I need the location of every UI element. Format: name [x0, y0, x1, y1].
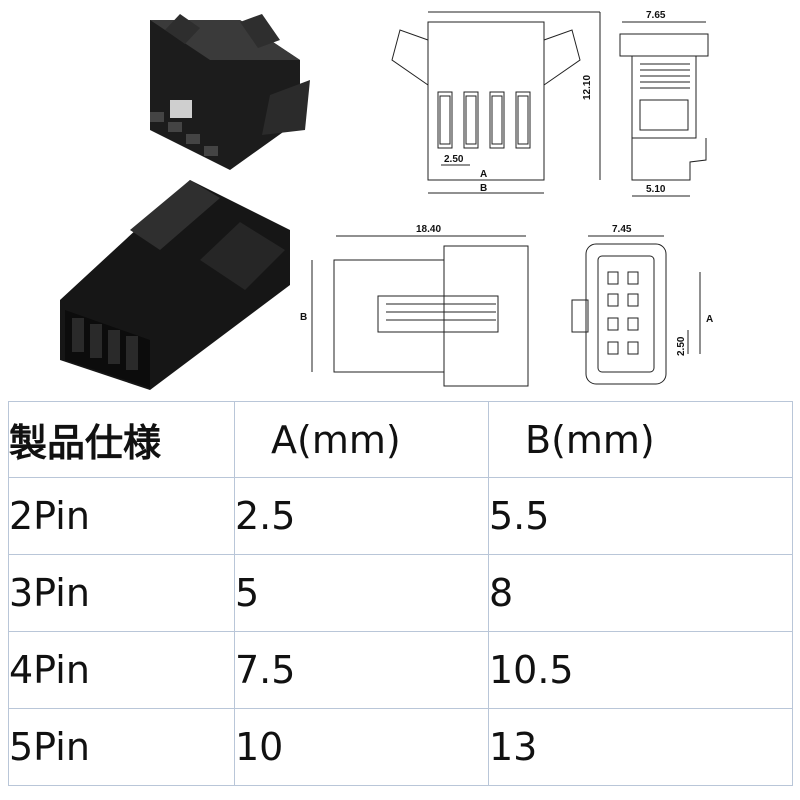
table-row: 4Pin 7.5 10.5	[8, 631, 793, 709]
long-view-drawing	[311, 235, 529, 387]
top-view-drawing	[391, 11, 601, 194]
table-row: 3Pin 5 8	[8, 554, 793, 632]
value-b: 5.5	[488, 477, 793, 555]
dim-pitch-top: 2.50	[444, 154, 464, 165]
side-view-drawing	[619, 21, 709, 197]
dim-length: 18.40	[416, 224, 441, 235]
header-a: A(mm)	[234, 401, 489, 478]
dim-label-b-top: B	[480, 183, 487, 194]
pin-count: 4Pin	[8, 631, 235, 709]
table-row: 2Pin 2.5 5.5	[8, 477, 793, 555]
value-a: 7.5	[234, 631, 489, 709]
dim-label-a-top: A	[480, 169, 487, 180]
dim-pitch-front: 2.50	[676, 336, 687, 356]
connector-illustration: 12.10 2.50 A B 7.65 5.10 18.40 B	[60, 10, 713, 390]
value-a: 10	[234, 708, 489, 786]
value-b: 13	[488, 708, 793, 786]
value-b: 10.5	[488, 631, 793, 709]
pin-count: 3Pin	[8, 554, 235, 632]
dim-label-b-side: B	[300, 312, 307, 323]
pin-count: 2Pin	[8, 477, 235, 555]
male-housing-photo	[60, 180, 290, 390]
value-a: 5	[234, 554, 489, 632]
dim-front-width: 7.45	[612, 224, 632, 235]
value-b: 8	[488, 554, 793, 632]
table-row: 5Pin 10 13	[8, 708, 793, 786]
header-b: B(mm)	[488, 401, 793, 478]
dim-bottom-width: 5.10	[646, 184, 666, 195]
value-a: 2.5	[234, 477, 489, 555]
header-spec: 製品仕様	[8, 401, 235, 478]
front-view-drawing	[571, 235, 701, 385]
table-header-row: 製品仕様 A(mm) B(mm)	[8, 401, 793, 478]
dim-label-a-front: A	[706, 314, 713, 325]
spec-table: 製品仕様 A(mm) B(mm) 2Pin 2.5 5.5 3Pin 5 8 4…	[8, 401, 793, 786]
pin-count: 5Pin	[8, 708, 235, 786]
dim-height: 12.10	[582, 75, 593, 100]
dim-top-width: 7.65	[646, 10, 666, 21]
female-housing-photo	[150, 14, 310, 170]
